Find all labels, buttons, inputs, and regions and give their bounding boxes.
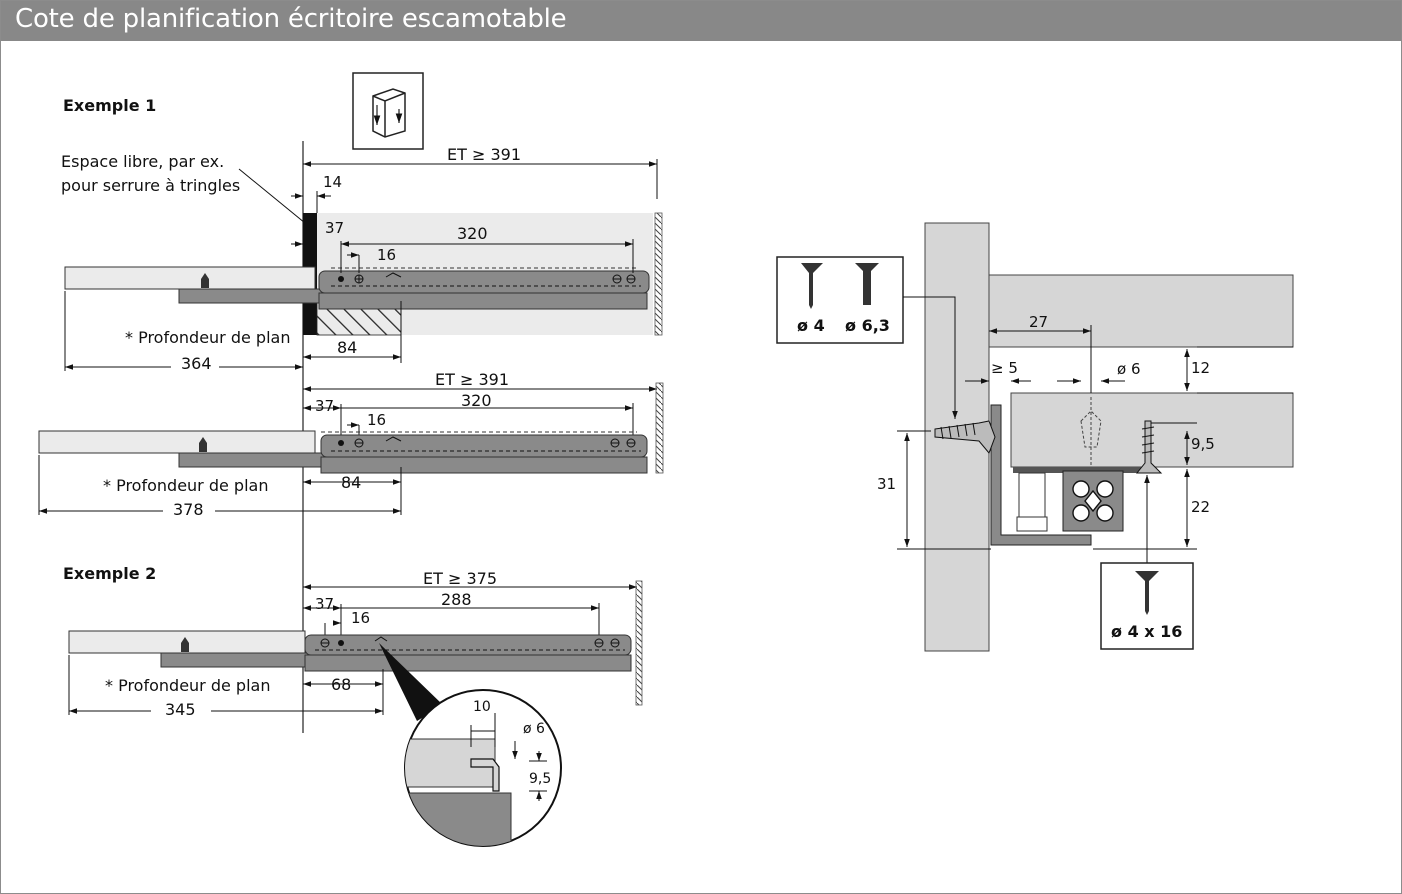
ex2-dim-288: 288 (441, 590, 472, 609)
ex1b-dim-84: 84 (341, 473, 361, 492)
detail-magnifier: 10 ø 6 9,5 (404, 689, 562, 847)
cabinet-icon (352, 72, 424, 150)
detail-dim-95: 9,5 (529, 771, 551, 787)
ex1a-dim-14: 14 (323, 173, 342, 191)
ex1a-dim-16: 16 (377, 246, 396, 264)
ex1-note-line2: pour serrure à tringles (61, 176, 240, 195)
ex1b-dim-37: 37 (315, 397, 334, 415)
screw-label-d63: ø 6,3 (845, 316, 890, 335)
detail-dim-dia: ø 6 (523, 721, 545, 737)
ex2-plan-label: * Profondeur de plan (105, 676, 270, 695)
example1-heading: Exemple 1 (63, 96, 156, 115)
ex1b-dim-320: 320 (461, 391, 492, 410)
screw-label-4x16: ø 4 x 16 (1111, 622, 1182, 641)
example2-heading: Exemple 2 (63, 564, 156, 583)
ex1b-dim-16: 16 (367, 411, 386, 429)
ex1b-et-label: ET ≥ 391 (435, 370, 509, 389)
section-dim-dia6: ø 6 (1117, 360, 1141, 378)
ex1a-dim-320: 320 (457, 224, 488, 243)
screw-box-1: ø 4 ø 6,3 (776, 256, 904, 344)
section-dim-5: ≥ 5 (991, 359, 1018, 377)
section-dim-95: 9,5 (1191, 435, 1215, 453)
ex2-dim-37: 37 (315, 595, 334, 613)
section-dim-31: 31 (877, 475, 896, 493)
ex2-dim-16: 16 (351, 609, 370, 627)
section-dim-12: 12 (1191, 359, 1210, 377)
section-view (924, 222, 1294, 652)
ex1a-et-label: ET ≥ 391 (447, 145, 521, 164)
detail-callout-pointer (379, 643, 443, 721)
ex2-dim-total: 345 (165, 700, 196, 719)
section-dim-22: 22 (1191, 498, 1210, 516)
ex1a-dim-84: 84 (337, 338, 357, 357)
ex2-et-label: ET ≥ 375 (423, 569, 497, 588)
detail-dim-10: 10 (473, 699, 491, 715)
ex1a-dim-37: 37 (325, 219, 344, 237)
ex1a-plan-label: * Profondeur de plan (125, 328, 290, 347)
ex1-note-line1: Espace libre, par ex. (61, 152, 224, 171)
ex2-dim-68: 68 (331, 675, 351, 694)
screw-label-d4: ø 4 (797, 316, 825, 335)
ex1b-dim-total: 378 (173, 500, 204, 519)
ex1b-plan-label: * Profondeur de plan (103, 476, 268, 495)
page-title: Cote de planification écritoire escamota… (15, 4, 567, 34)
screw-box-2: ø 4 x 16 (1100, 562, 1194, 650)
title-bar: Cote de planification écritoire escamota… (1, 1, 1401, 41)
section-dim-27: 27 (1029, 313, 1048, 331)
ex1a-dim-total: 364 (181, 354, 212, 373)
